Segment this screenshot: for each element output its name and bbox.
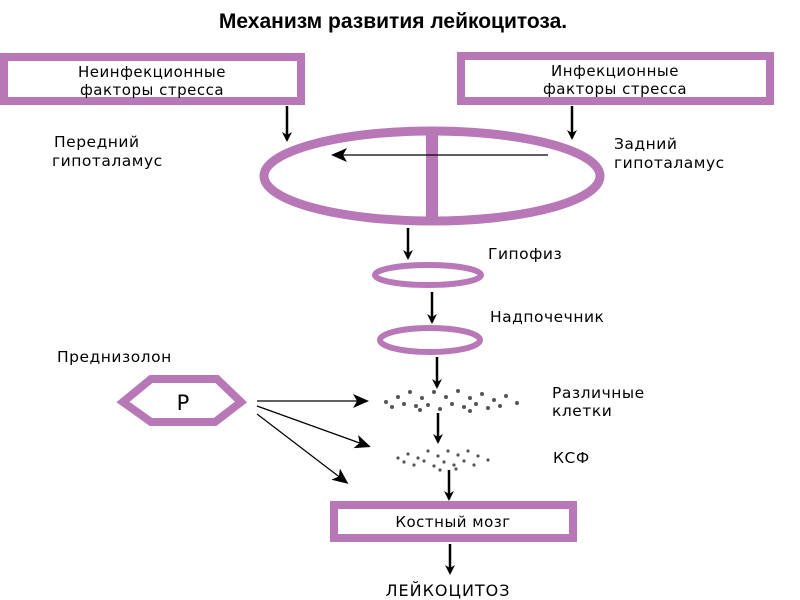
- bone-marrow-label: Костный мозг: [395, 513, 510, 531]
- infectious-line2: факторы стресса: [543, 80, 687, 98]
- various-cells-dots: [384, 389, 519, 413]
- arrow-prednisolone-to-bone-marrow: [256, 413, 349, 484]
- various-cells-line1: Различные: [552, 384, 645, 402]
- diagram-title: Механизм развития лейкоцитоза.: [219, 10, 567, 33]
- adrenal-label: Надпочечник: [490, 308, 604, 326]
- anterior-hypothalamus-line1: Передний: [54, 133, 140, 151]
- bone-marrow-box: Костный мозг: [330, 501, 577, 542]
- noninfectious-line1: Неинфекционные: [78, 63, 226, 81]
- arrow-prednisolone-to-csf: [256, 405, 371, 449]
- prednisolone-symbol: P: [177, 391, 190, 415]
- prednisolone-hexagon: P: [116, 375, 248, 426]
- infectious-stress-box: Инфекционные факторы стресса: [457, 52, 774, 105]
- csf-label: КСФ: [553, 449, 590, 467]
- posterior-hypothalamus-line2: гипоталамус: [614, 154, 725, 172]
- various-cells-line2: клетки: [552, 402, 612, 420]
- hypothalamus-ellipse: [259, 126, 605, 226]
- csf-dots: [396, 449, 490, 472]
- adrenal-ring: [377, 325, 483, 355]
- anterior-hypothalamus-line2: гипоталамус: [52, 152, 163, 170]
- noninfectious-line2: факторы стресса: [80, 81, 224, 99]
- pituitary-label: Гипофиз: [488, 245, 562, 263]
- posterior-hypothalamus-line1: Задний: [614, 135, 677, 153]
- noninfectious-stress-box: Неинфекционные факторы стресса: [0, 53, 305, 105]
- pituitary-ring: [372, 262, 484, 288]
- leukocytosis-label: ЛЕЙКОЦИТОЗ: [385, 581, 510, 600]
- infectious-line1: Инфекционные: [551, 62, 679, 80]
- prednisolone-label: Преднизолон: [57, 348, 172, 366]
